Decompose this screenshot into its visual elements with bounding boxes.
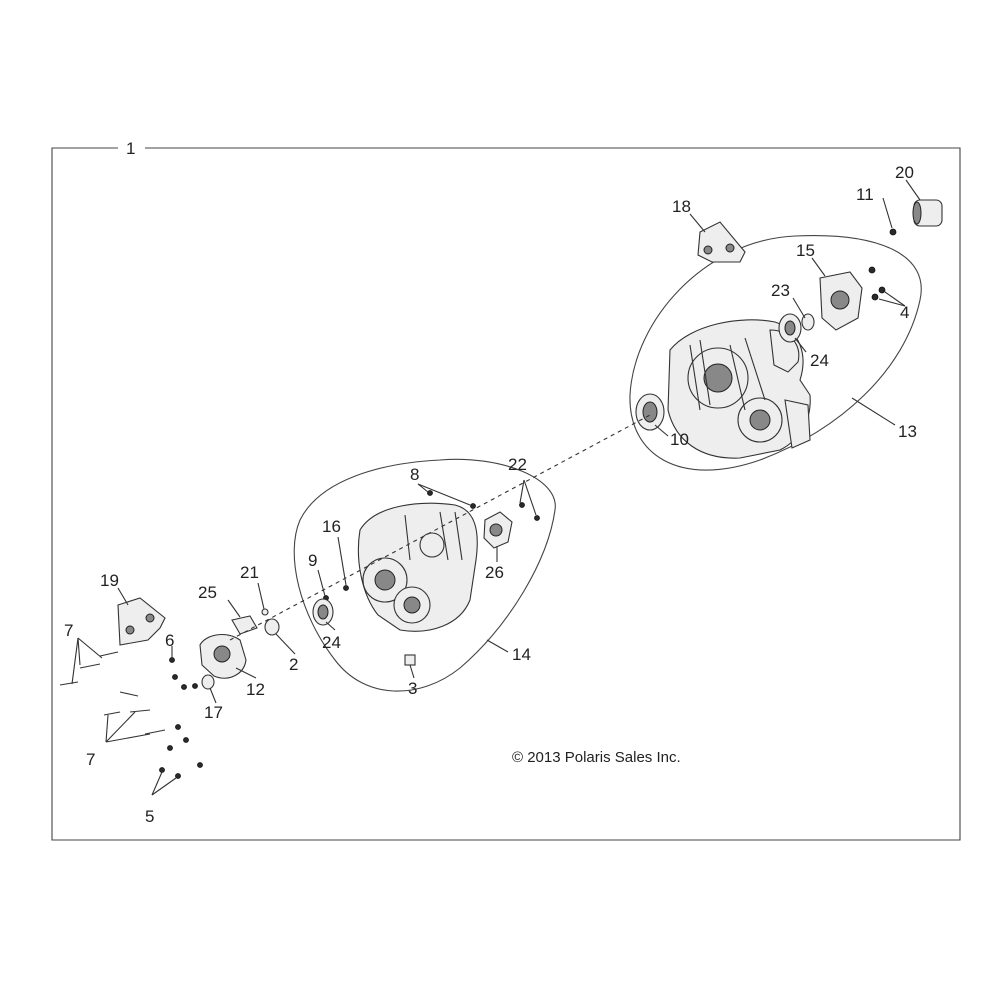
callout-21: 21 (240, 563, 259, 582)
callout-16: 16 (322, 517, 341, 536)
callout-14: 14 (512, 645, 531, 664)
oring-item-21 (257, 582, 269, 616)
bracket-item-19 (117, 597, 166, 646)
callout-5: 5 (145, 807, 154, 826)
callout-18: 18 (672, 197, 691, 216)
callout-22: 22 (508, 455, 527, 474)
bearing-item-24-right (778, 313, 815, 343)
group-outline-13 (629, 235, 922, 471)
callout-23: 23 (771, 281, 790, 300)
cover-item-15 (819, 271, 863, 331)
callout-24-left: 24 (322, 633, 341, 652)
bracket-item-18 (697, 221, 746, 263)
plug-item-11 (889, 228, 897, 236)
group-outline-14 (293, 458, 556, 692)
sensor-item-25 (231, 615, 258, 635)
assembly-frame (51, 147, 961, 841)
callout-10: 10 (670, 430, 689, 449)
gear-case-housing-left (357, 502, 478, 666)
bolts-item-8 (417, 483, 476, 509)
callout-8: 8 (410, 465, 419, 484)
bolts-item-7-lower (103, 691, 203, 779)
callout-7-lower: 7 (86, 750, 95, 769)
callout-24-right: 24 (810, 351, 829, 370)
pin-item-16 (337, 536, 349, 591)
pin-item-9 (317, 569, 329, 601)
callout-20: 20 (895, 163, 914, 182)
bearing-item-24-left (312, 598, 334, 626)
copyright-notice: © 2013 Polaris Sales Inc. (512, 749, 681, 766)
callout-11: 11 (856, 185, 874, 204)
callout-26: 26 (485, 563, 504, 582)
gear-case-housing-right (667, 319, 811, 459)
sleeve-item-20 (912, 199, 943, 227)
cover-item-12 (199, 634, 247, 679)
callout-15: 15 (796, 241, 815, 260)
callout-3: 3 (408, 679, 417, 698)
gasket-item-26 (483, 511, 513, 549)
callout-19: 19 (100, 571, 119, 590)
callout-7-upper: 7 (64, 621, 73, 640)
callout-17: 17 (204, 703, 223, 722)
callout-4: 4 (900, 303, 909, 322)
washer-item-2 (264, 618, 280, 636)
bolts-item-7-upper (59, 637, 119, 686)
callout-labels: 1 20 11 18 15 23 4 24 13 10 22 8 16 9 26… (64, 139, 917, 826)
callout-2: 2 (289, 655, 298, 674)
callout-13: 13 (898, 422, 917, 441)
callout-6: 6 (165, 631, 174, 650)
bolts-item-22 (519, 479, 540, 521)
bolts-item-4 (868, 266, 906, 307)
bolts-item-5 (151, 771, 177, 796)
bolts-item-6 (169, 646, 198, 690)
callout-9: 9 (308, 551, 317, 570)
callout-1: 1 (126, 139, 135, 158)
callout-25: 25 (198, 583, 217, 602)
callout-12: 12 (246, 680, 265, 699)
seal-item-10 (635, 393, 665, 431)
leader-lines (117, 179, 921, 704)
seal-item-17 (201, 674, 215, 690)
